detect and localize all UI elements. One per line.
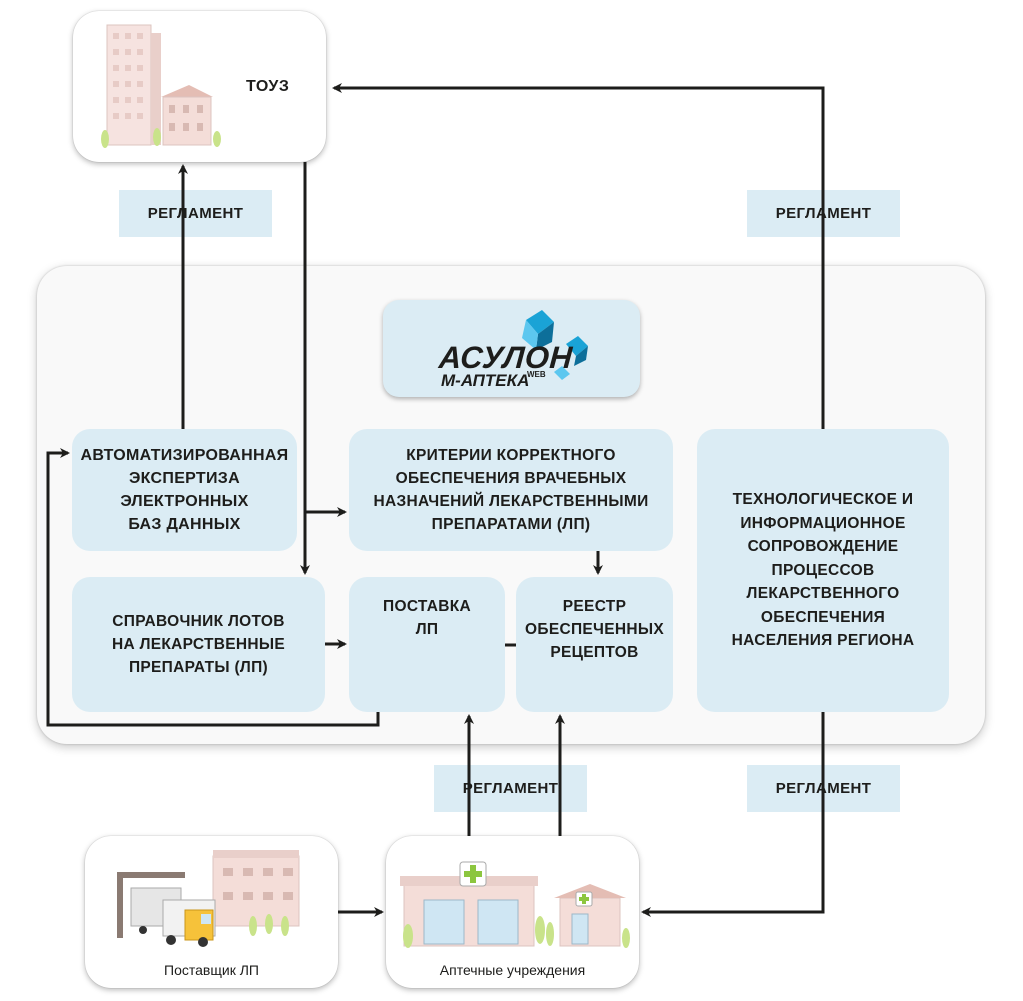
- pharmacy-caption: Аптечные учреждения: [439, 962, 586, 978]
- office-building-icon: [101, 24, 221, 148]
- logo-line2: М-АПТЕКА: [441, 371, 530, 390]
- registry-box: РЕЕСТР ОБЕСПЕЧЕННЫХ РЕЦЕПТОВ: [516, 577, 673, 712]
- pharmacy-building-icon: [400, 861, 630, 948]
- criteria-box: КРИТЕРИИ КОРРЕКТНОГО ОБЕСПЕЧЕНИЯ ВРАЧЕБН…: [349, 429, 673, 551]
- logo-suffix: WEB: [527, 370, 546, 379]
- arrow-supply-to-expertise: [46, 448, 380, 727]
- supplier-caption: Поставщик ЛП: [164, 962, 259, 978]
- touz-card: ТОУЗ: [73, 11, 326, 162]
- arrow-support-to-touz: [332, 83, 825, 429]
- cube-logo-icon: [522, 310, 588, 380]
- lots-box: СПРАВОЧНИК ЛОТОВ НА ЛЕКАРСТВЕННЫЕ ПРЕПАР…: [72, 577, 325, 712]
- support-box: ТЕХНОЛОГИЧЕСКОЕ И ИНФОРМАЦИОННОЕ СОПРОВО…: [697, 429, 949, 712]
- expertise-box: АВТОМАТИЗИРОВАННАЯ ЭКСПЕРТИЗА ЭЛЕКТРОННЫ…: [72, 429, 297, 551]
- pharmacy-card: Аптечные учреждения: [386, 836, 639, 988]
- arrow-support-to-pharmacy: [641, 712, 825, 917]
- logo-card: АСУЛОН М-АПТЕКА WEB: [383, 300, 640, 397]
- supplier-card: Поставщик ЛП: [85, 836, 338, 988]
- warehouse-truck-icon: [117, 850, 300, 947]
- supply-box: ПОСТАВКА ЛП: [349, 577, 505, 712]
- touz-label: ТОУЗ: [246, 78, 290, 95]
- regulation-top-left: РЕГЛАМЕНТ: [119, 190, 272, 237]
